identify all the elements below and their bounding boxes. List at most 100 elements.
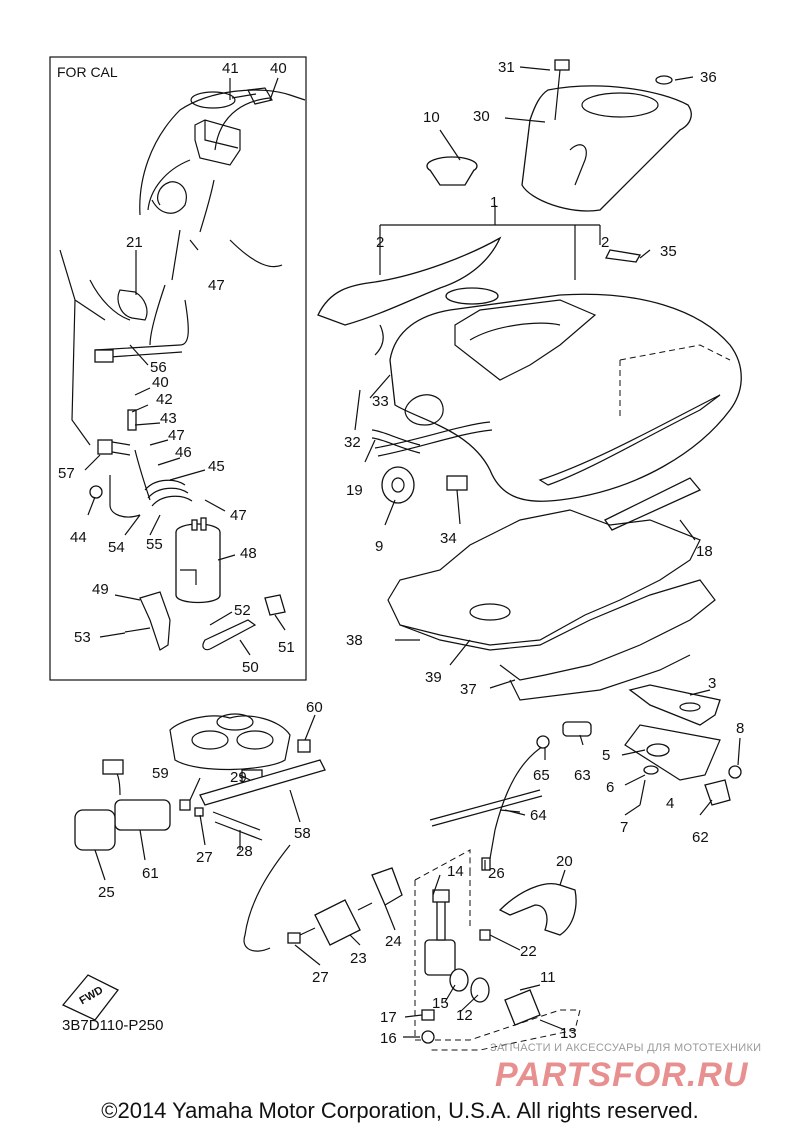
callout-3: 3	[708, 675, 716, 692]
part-65-cable	[487, 744, 546, 871]
part-50-hose	[202, 619, 257, 651]
callout-47: 47	[168, 427, 185, 444]
callout-10: 10	[423, 109, 440, 126]
callout-48: 48	[240, 545, 257, 562]
callout-54: 54	[108, 539, 125, 556]
callout-42: 42	[156, 391, 173, 408]
part-57-clip	[97, 439, 113, 455]
inset-filler-ring	[190, 91, 236, 109]
part-62-clip	[704, 779, 731, 806]
callout-38: 38	[346, 632, 363, 649]
callout-19: 19	[346, 482, 363, 499]
copyright-notice: ©2014 Yamaha Motor Corporation, U.S.A. A…	[101, 1098, 699, 1123]
callout-13: 13	[560, 1025, 577, 1042]
callout-7: 7	[620, 819, 628, 836]
callout-22: 22	[520, 943, 537, 960]
part-15-oring	[449, 968, 469, 992]
callout-5: 5	[602, 747, 610, 764]
part-56-hose	[94, 299, 189, 359]
leader-lines	[84, 66, 741, 1038]
part-19b-tube	[374, 421, 493, 457]
part-30-cover	[521, 85, 692, 212]
callout-32: 32	[344, 434, 361, 451]
part-63-grommet	[562, 721, 592, 737]
part-60-clip	[297, 739, 311, 753]
part-9-grommet	[381, 466, 415, 504]
callout-51: 51	[278, 639, 295, 656]
callout-numbers: 41 40 21 47 56 40 42 43 47 46 45 57 44 5…	[58, 59, 744, 1047]
watermark-tagline: ЗАПЧАСТИ И АКСЕССУАРЫ ДЛЯ МОТОТЕХНИКИ	[490, 1042, 762, 1054]
part-18-strip	[604, 477, 702, 531]
callout-56: 56	[150, 359, 167, 376]
callout-15: 15	[432, 995, 449, 1012]
part-53-bolt	[124, 627, 151, 633]
part-14-cable	[429, 789, 543, 827]
part-16-screw	[421, 1030, 435, 1044]
callout-55: 55	[146, 536, 163, 553]
callout-20: 20	[556, 853, 573, 870]
callout-1: 1	[490, 194, 498, 211]
part-39-mat	[387, 509, 701, 646]
part-12-oring	[470, 977, 490, 1003]
part-24-clamp	[371, 867, 403, 906]
callout-27: 27	[196, 849, 213, 866]
callout-25: 25	[98, 884, 115, 901]
callout-50: 50	[242, 659, 259, 676]
inset-hose-vert	[149, 179, 215, 346]
callout-12: 12	[456, 1007, 473, 1024]
inset-for-cal: FOR CAL	[49, 56, 307, 681]
callout-14: 14	[447, 863, 464, 880]
part-19-tube	[371, 429, 421, 454]
inset-joint	[94, 349, 114, 363]
callout-46: 46	[175, 444, 192, 461]
callout-33: 33	[372, 393, 389, 410]
callout-2: 2	[601, 234, 609, 251]
callout-8: 8	[736, 720, 744, 737]
part-31-head	[554, 59, 570, 71]
callout-59: 59	[152, 765, 169, 782]
callout-11: 11	[540, 969, 556, 986]
fwd-arrow: FWD	[61, 974, 119, 1021]
part-38-mat	[399, 579, 716, 681]
part-44-bolt	[89, 485, 103, 499]
inset-frame	[49, 56, 307, 681]
callout-61: 61	[142, 865, 159, 882]
callout-40: 40	[270, 60, 287, 77]
callout-34: 34	[440, 530, 457, 547]
part-22-clip	[479, 929, 491, 941]
mat-hole	[469, 603, 511, 621]
part-21-clamp	[117, 289, 148, 321]
part-34-pad	[446, 475, 468, 491]
callout-28: 28	[236, 843, 253, 860]
callout-41: 41	[222, 60, 239, 77]
part-27-tube	[243, 844, 291, 952]
part-48-canister	[175, 517, 221, 604]
callout-60: 60	[306, 699, 323, 716]
part-51-holder	[264, 594, 286, 616]
part-2-left-pad	[317, 236, 502, 326]
inset-label: FOR CAL	[57, 64, 118, 80]
callout-53: 53	[74, 629, 91, 646]
callout-44: 44	[70, 529, 87, 546]
inset-tank-bottom	[229, 239, 283, 268]
callout-65: 65	[533, 767, 550, 784]
callout-24: 24	[385, 933, 402, 950]
callout-2: 2	[376, 234, 384, 251]
part-23-filter	[299, 899, 373, 946]
callout-52: 52	[234, 602, 251, 619]
inset-hose-top	[214, 87, 273, 151]
part-58-hose	[199, 759, 326, 806]
callout-58: 58	[294, 825, 311, 842]
callout-27: 27	[312, 969, 329, 986]
callout-36: 36	[700, 69, 717, 86]
part-5-collar	[646, 743, 670, 757]
part-3-damper	[628, 684, 721, 726]
callout-63: 63	[574, 767, 591, 784]
part-28-hose	[212, 811, 263, 841]
callout-26: 26	[488, 865, 505, 882]
part-27b-clip	[287, 932, 301, 944]
callout-21: 21	[126, 234, 143, 251]
part-54-hose	[109, 475, 141, 518]
part-49-bracket	[139, 591, 171, 651]
